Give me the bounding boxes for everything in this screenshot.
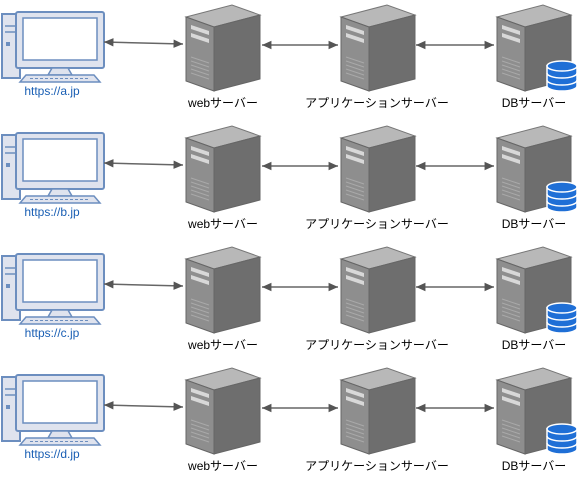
database-icon [546, 423, 578, 455]
db-server-label: DBサーバー [502, 459, 567, 473]
bidirectional-connector [103, 401, 184, 411]
client-url-label: https://b.jp [24, 205, 80, 219]
db-server-icon [495, 4, 573, 92]
db-server-label: DBサーバー [502, 96, 567, 110]
web-server-label: webサーバー [187, 338, 258, 352]
bidirectional-connector [103, 159, 184, 169]
application-server-label: アプリケーションサーバー [305, 217, 449, 231]
client-url-label: https://c.jp [25, 326, 80, 340]
web-server-label: webサーバー [187, 217, 258, 231]
web-server-icon [184, 246, 262, 334]
application-server-icon [339, 125, 417, 213]
desktop-computer-icon [1, 11, 105, 83]
web-server-icon [184, 4, 262, 92]
application-server-label: アプリケーションサーバー [305, 459, 449, 473]
bidirectional-connector [103, 38, 184, 48]
application-server-label: アプリケーションサーバー [305, 338, 449, 352]
diagram-row: https://b.jp webサーバー アプリケーションサーバー DBサーバー [1, 125, 578, 231]
application-server-icon [339, 4, 417, 92]
client-url-label: https://a.jp [24, 84, 80, 98]
database-icon [546, 60, 578, 92]
db-server-icon [495, 246, 573, 334]
db-server-label: DBサーバー [502, 338, 567, 352]
db-server-label: DBサーバー [502, 217, 567, 231]
database-icon [546, 181, 578, 213]
bidirectional-connector [103, 280, 184, 290]
desktop-computer-icon [1, 253, 105, 325]
web-server-label: webサーバー [187, 459, 258, 473]
db-server-icon [495, 125, 573, 213]
application-server-icon [339, 367, 417, 455]
application-server-icon [339, 246, 417, 334]
diagram-row: https://d.jp webサーバー アプリケーションサーバー DBサーバー [1, 367, 578, 473]
desktop-computer-icon [1, 374, 105, 446]
desktop-computer-icon [1, 132, 105, 204]
web-server-icon [184, 367, 262, 455]
database-icon [546, 302, 578, 334]
client-url-label: https://d.jp [24, 447, 80, 461]
web-server-icon [184, 125, 262, 213]
application-server-label: アプリケーションサーバー [305, 96, 449, 110]
web-server-label: webサーバー [187, 96, 258, 110]
diagram-row: https://c.jp webサーバー アプリケーションサーバー DBサーバー [1, 246, 578, 352]
diagram-row: https://a.jp webサーバー アプリケーションサーバー DBサーバー [1, 4, 578, 110]
